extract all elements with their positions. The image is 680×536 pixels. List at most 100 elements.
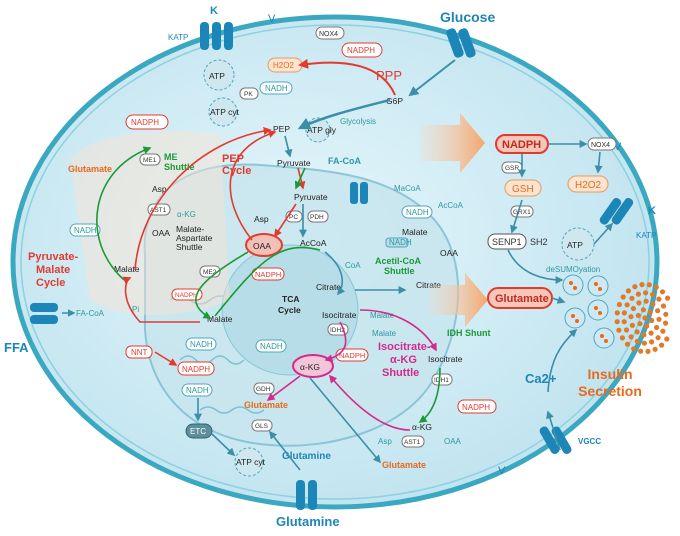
nadph-left: NADPH bbox=[131, 118, 159, 127]
insulin-dot bbox=[647, 309, 653, 315]
insulin-released bbox=[614, 282, 671, 354]
pdh-label: PDH bbox=[310, 214, 324, 221]
vgcc-label: VGCC bbox=[578, 437, 601, 446]
insulin-dot bbox=[640, 307, 647, 313]
nadh-box-right bbox=[385, 237, 409, 248]
katp-top-label: KATP bbox=[168, 33, 188, 42]
glutamine-transporter bbox=[296, 480, 317, 510]
katp-channel-right bbox=[599, 197, 634, 225]
insulin-dot bbox=[645, 348, 651, 354]
grx1-label: GRX1 bbox=[513, 209, 531, 216]
ast1-box bbox=[147, 203, 171, 216]
h2o2-right: H2O2 bbox=[575, 180, 602, 191]
nadph-me2-box bbox=[171, 288, 203, 301]
gsh-label: GSH bbox=[512, 184, 534, 195]
gsr-label: GSR bbox=[505, 165, 519, 172]
senp1-label: SENP1 bbox=[492, 237, 522, 247]
ca-label: Ca2+ bbox=[525, 371, 557, 386]
fa-coa-right: FA-CoA bbox=[328, 156, 361, 166]
nox4-top: NOX4 bbox=[319, 31, 338, 38]
katp-channel-top bbox=[200, 22, 233, 50]
g6p-label: G6P bbox=[386, 96, 403, 106]
insulin-dot bbox=[663, 320, 669, 326]
insulin-dot bbox=[646, 282, 652, 288]
citrate-right: Citrate bbox=[416, 280, 441, 290]
glycolysis-arrow bbox=[297, 98, 391, 130]
mito-isocitrate: Isocitrate bbox=[322, 310, 357, 320]
svg-text:ATP: ATP bbox=[209, 71, 225, 81]
gsh-box bbox=[504, 179, 542, 197]
insulin-dot bbox=[620, 294, 626, 300]
insulin-dot bbox=[641, 340, 648, 346]
nnt-box bbox=[125, 345, 153, 359]
nadph-nnt: NADPH bbox=[182, 365, 210, 374]
fa-coa-left-label: FA-CoA bbox=[76, 309, 105, 318]
insulin-dot bbox=[637, 321, 643, 327]
me2-label: ME2 bbox=[203, 269, 217, 276]
grx1-box bbox=[510, 205, 534, 218]
insulin-dot bbox=[629, 322, 636, 328]
pc-label: PC bbox=[289, 214, 298, 221]
oaa-right: OAA bbox=[440, 248, 458, 258]
glutamine-inner: Glutamine bbox=[282, 451, 331, 462]
etc-box bbox=[185, 423, 213, 439]
insulin-dot bbox=[665, 295, 671, 301]
h2o2-top: H2O2 bbox=[273, 61, 294, 70]
pyruvate-cyt: Pyruvate bbox=[277, 158, 311, 168]
k-right-label: K bbox=[648, 205, 656, 217]
insulin-dot bbox=[642, 315, 648, 321]
insulin-dot bbox=[648, 330, 654, 336]
glucose-transporter bbox=[446, 28, 476, 58]
insulin-dot bbox=[631, 346, 637, 352]
insulin-granules bbox=[562, 274, 615, 349]
gdh-label: GDH bbox=[256, 386, 271, 393]
insulin-granule-cores bbox=[569, 281, 608, 343]
pi-label: Pi bbox=[132, 305, 139, 314]
idh1-label: IDH1 bbox=[434, 377, 449, 384]
desumo-label: deSUMOyation bbox=[546, 265, 600, 274]
insulin-dot bbox=[628, 334, 634, 340]
oaa-r: OAA bbox=[444, 437, 462, 446]
k-top-label: K bbox=[210, 5, 218, 17]
nadph-idh1: NADPH bbox=[462, 403, 490, 412]
insulin-dot bbox=[621, 310, 628, 316]
insulin-dot bbox=[634, 329, 640, 335]
insulin-dot bbox=[656, 316, 662, 322]
insulin-dot bbox=[614, 310, 620, 316]
pep-label: PEP bbox=[273, 124, 290, 134]
malate-mid: Malate bbox=[207, 314, 233, 324]
h2o2-right-box bbox=[567, 175, 609, 193]
mito-accoa: AcCoA bbox=[300, 238, 327, 248]
mito-asp: Asp bbox=[254, 214, 269, 224]
atp-top: ATP bbox=[203, 59, 235, 91]
insulin-dot bbox=[652, 346, 658, 352]
insulin-dot bbox=[614, 319, 620, 325]
insulin-dot bbox=[638, 348, 644, 354]
mito-nadph-idh2-box bbox=[335, 348, 369, 362]
asp-left: Asp bbox=[152, 184, 167, 194]
etc-label: ETC bbox=[190, 427, 206, 436]
glycolysis-label: Glycolysis bbox=[340, 117, 376, 126]
senp1-box bbox=[487, 233, 527, 250]
glutamine-bottom-label: Glutamine bbox=[276, 514, 340, 529]
insulin-dot bbox=[629, 295, 635, 301]
orange-arrow-upper bbox=[420, 113, 485, 173]
ast1-label: AST1 bbox=[150, 207, 167, 214]
svg-text:ATP: ATP bbox=[567, 240, 583, 250]
akg-left: α-KG bbox=[177, 210, 196, 219]
svg-text:ATP gly: ATP gly bbox=[307, 125, 337, 135]
malate-r: Malate bbox=[370, 311, 395, 320]
glutamate-mito: Glutamate bbox=[244, 400, 288, 410]
pdh-box bbox=[307, 210, 329, 223]
insulin-dot bbox=[635, 291, 642, 297]
sh2-label: SH2 bbox=[530, 237, 548, 247]
pk-label: PK bbox=[244, 91, 253, 98]
idh2-label: IDH2 bbox=[330, 327, 345, 334]
oaa-ellipse bbox=[245, 233, 283, 257]
isocitrate-right: Isocitrate bbox=[428, 354, 463, 364]
insulin-dot bbox=[623, 327, 630, 333]
akg-ellipse bbox=[292, 354, 334, 378]
